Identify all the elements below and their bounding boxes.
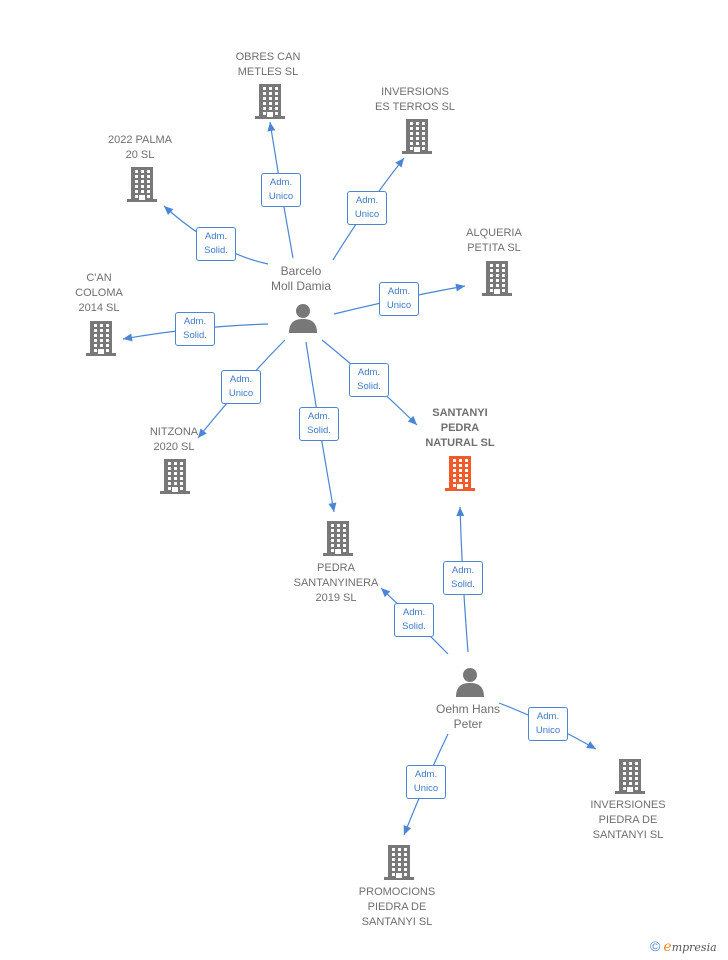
arrowhead-icon — [267, 122, 276, 132]
person-icon[interactable] — [455, 667, 485, 702]
arrowhead-icon — [456, 507, 465, 517]
edge-label-barcelo-nitzona[interactable]: Adm. Unico — [221, 370, 261, 404]
edge-label-barcelo-santanyi[interactable]: Adm. Solid. — [349, 363, 389, 397]
company-name: PEDRA SANTANYINERA 2019 SL — [293, 562, 379, 604]
person-label-oehm[interactable]: Oehm Hans Peter — [408, 702, 528, 732]
company-name: ALQUERIA PETITA SL — [466, 227, 522, 254]
edge-label-barcelo-obres[interactable]: Adm. Unico — [261, 173, 301, 207]
person-label-barcelo[interactable]: Barcelo Moll Damia — [241, 264, 361, 294]
building-icon[interactable] — [383, 844, 415, 885]
arrowhead-icon — [198, 428, 207, 438]
building-icon[interactable] — [444, 455, 476, 496]
company-label-inv_piedra[interactable]: INVERSIONES PIEDRA DE SANTANYI SL — [568, 798, 688, 843]
arrowhead-icon — [381, 588, 391, 598]
company-name: PROMOCIONS PIEDRA DE SANTANYI SL — [358, 886, 436, 928]
company-name: NITZONA 2020 SL — [149, 426, 199, 453]
edge-label-oehm-promocions[interactable]: Adm. Unico — [406, 765, 446, 799]
company-label-alqueria[interactable]: ALQUERIA PETITA SL — [434, 226, 554, 256]
edge-label-barcelo-pedra[interactable]: Adm. Solid. — [299, 407, 339, 441]
edge-label-oehm-santanyi[interactable]: Adm. Solid. — [443, 561, 483, 595]
arrowhead-icon — [455, 283, 465, 292]
company-label-promocions[interactable]: PROMOCIONS PIEDRA DE SANTANYI SL — [337, 885, 457, 930]
company-name: SANTANYI PEDRA NATURAL SL — [425, 407, 495, 449]
edge-label-oehm-inv_piedra[interactable]: Adm. Unico — [528, 707, 568, 741]
edge-label-barcelo-inversions[interactable]: Adm. Unico — [347, 191, 387, 225]
building-icon[interactable] — [159, 458, 191, 499]
edge-label-barcelo-palma[interactable]: Adm. Solid. — [196, 227, 236, 261]
arrowhead-icon — [407, 415, 417, 425]
edge-label-barcelo-alqueria[interactable]: Adm. Unico — [379, 282, 419, 316]
edge-label-barcelo-ccoloma[interactable]: Adm. Solid. — [175, 312, 215, 346]
arrowhead-icon — [395, 158, 404, 168]
company-label-nitzona[interactable]: NITZONA 2020 SL — [114, 425, 234, 455]
copyright-icon: © — [650, 938, 661, 954]
arrowhead-icon — [164, 206, 174, 216]
company-label-ccoloma[interactable]: C'AN COLOMA 2014 SL — [39, 271, 159, 316]
brand-name: mpresia — [671, 941, 717, 954]
company-name: 2022 PALMA 20 SL — [107, 134, 172, 161]
company-name: INVERSIONES PIEDRA DE SANTANYI SL — [590, 799, 666, 841]
building-icon[interactable] — [254, 83, 286, 124]
arrowhead-icon — [403, 825, 412, 835]
company-label-santanyi[interactable]: SANTANYI PEDRA NATURAL SL — [400, 406, 520, 451]
company-name: OBRES CAN METLES SL — [235, 51, 301, 78]
building-icon[interactable] — [614, 758, 646, 799]
edge-label-oehm-pedra[interactable]: Adm. Solid. — [394, 603, 434, 637]
company-name: INVERSIONS ES TERROS SL — [375, 86, 455, 113]
person-name: Oehm Hans Peter — [435, 702, 501, 731]
person-name: Barcelo Moll Damia — [270, 264, 331, 293]
company-label-palma[interactable]: 2022 PALMA 20 SL — [80, 133, 200, 163]
brand-initial: e — [663, 939, 672, 955]
building-icon[interactable] — [481, 260, 513, 301]
building-icon[interactable] — [322, 520, 354, 561]
company-label-inversions[interactable]: INVERSIONS ES TERROS SL — [355, 85, 475, 115]
brand-logo: © empresia — [650, 938, 717, 955]
building-icon[interactable] — [126, 166, 158, 207]
person-icon[interactable] — [288, 303, 318, 338]
company-label-pedra[interactable]: PEDRA SANTANYINERA 2019 SL — [276, 561, 396, 606]
building-icon[interactable] — [401, 118, 433, 159]
company-label-obres[interactable]: OBRES CAN METLES SL — [208, 50, 328, 80]
arrowhead-icon — [123, 333, 133, 342]
arrowhead-icon — [328, 502, 337, 512]
building-icon[interactable] — [85, 320, 117, 361]
company-name: C'AN COLOMA 2014 SL — [75, 272, 123, 314]
arrowhead-icon — [586, 741, 596, 749]
